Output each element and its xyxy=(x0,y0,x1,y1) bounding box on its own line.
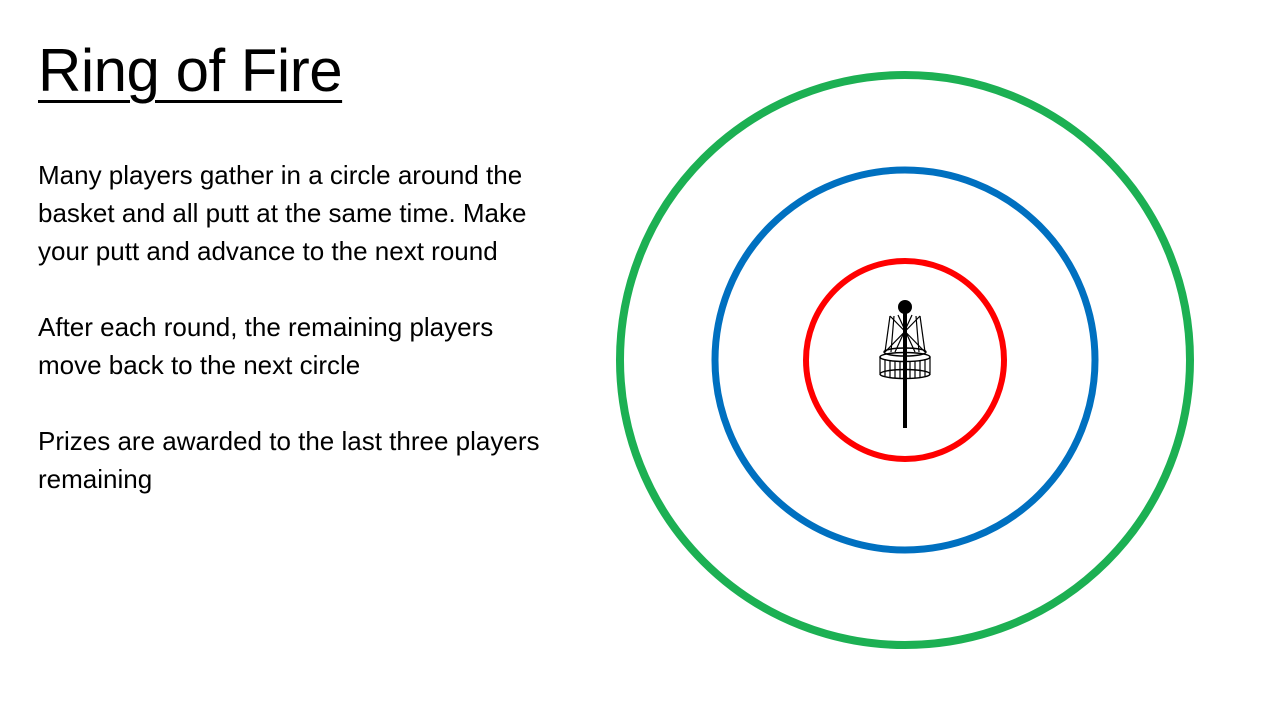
disc-golf-basket-icon xyxy=(879,300,931,428)
basket-rim xyxy=(883,347,927,357)
paragraph-how-to-play: Many players gather in a circle around t… xyxy=(38,160,527,266)
paragraph-prizes: Prizes are awarded to the last three pla… xyxy=(38,426,540,494)
basket-chains xyxy=(884,314,926,353)
basket-top-ball xyxy=(898,300,912,314)
basket-tray xyxy=(879,351,931,380)
outer-ring xyxy=(616,71,1194,649)
ring-of-fire-diagram xyxy=(616,71,1194,649)
slide-body-text: Many players gather in a circle around t… xyxy=(38,156,543,536)
middle-ring xyxy=(711,166,1099,554)
inner-ring xyxy=(803,258,1007,462)
paragraph-after-each-round: After each round, the remaining players … xyxy=(38,312,494,380)
page-title: Ring of Fire xyxy=(38,37,343,104)
